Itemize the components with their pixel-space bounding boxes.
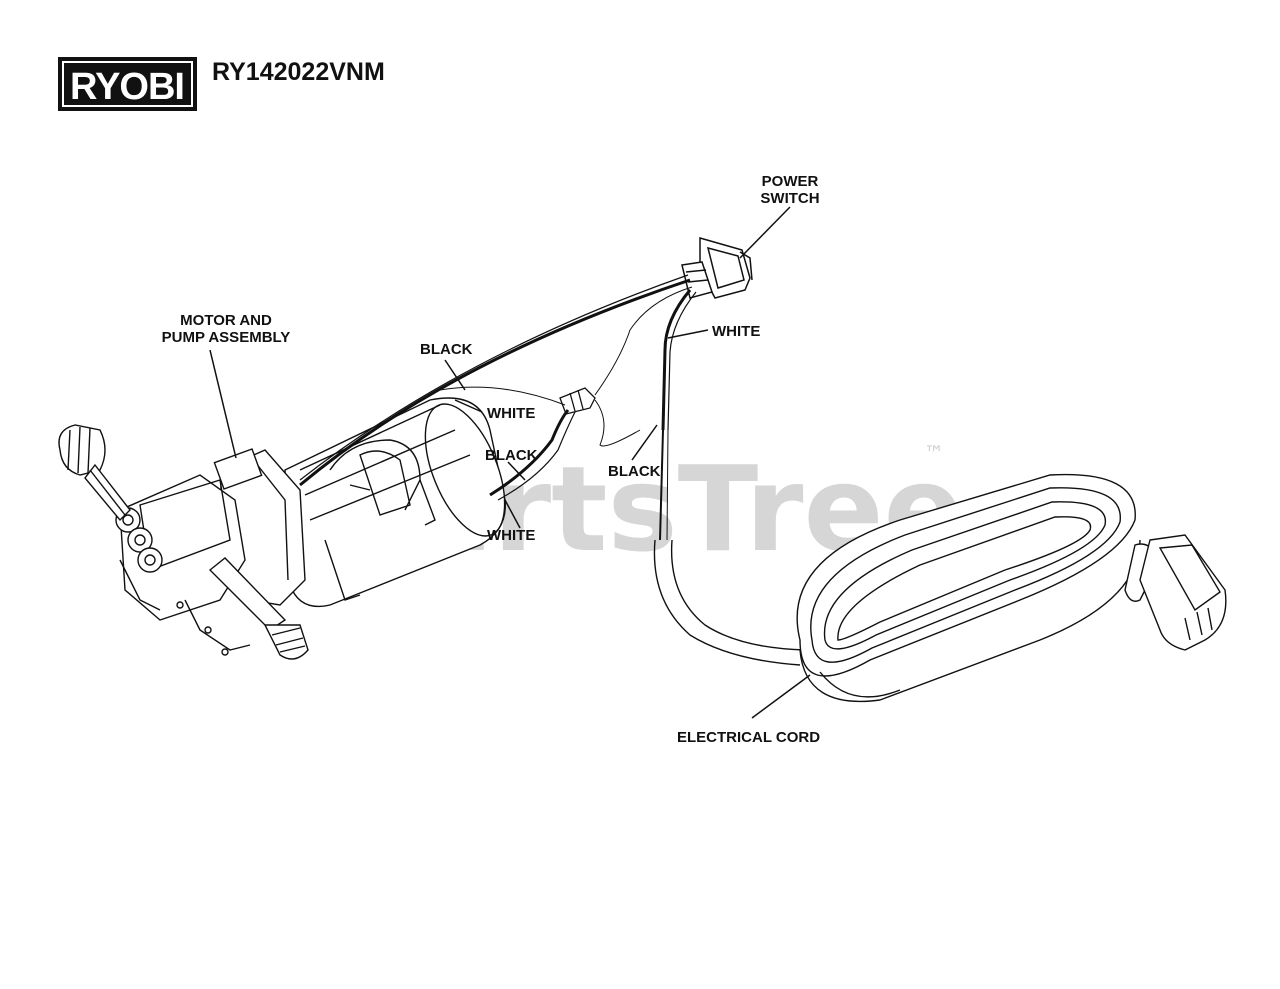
label-white-3: WHITE: [487, 527, 535, 544]
trademark-symbol: ™: [924, 441, 944, 465]
ryobi-logo: RYOBI: [58, 57, 197, 111]
power-switch-drawing: [681, 237, 753, 299]
motor-pump-assembly-drawing: [58, 397, 506, 660]
electrical-cord-drawing: [653, 473, 1227, 703]
label-black-3: BLACK: [608, 463, 661, 480]
leader-lines: [209, 206, 811, 719]
svg-text:RYOBI: RYOBI: [70, 66, 184, 108]
label-power-switch-line1: POWER: [762, 173, 819, 190]
wires: [299, 274, 697, 541]
label-motor-pump-line2: PUMP ASSEMBLY: [162, 329, 291, 346]
label-black-1: BLACK: [420, 341, 473, 358]
label-white-1: WHITE: [487, 405, 535, 422]
label-motor-pump-line1: MOTOR AND: [180, 312, 272, 329]
label-power-switch-line2: SWITCH: [760, 190, 819, 207]
label-white-2: WHITE: [712, 323, 760, 340]
label-black-2: BLACK: [485, 447, 538, 464]
label-electrical-cord: ELECTRICAL CORD: [677, 729, 820, 746]
model-number: RY142022VNM: [212, 58, 385, 86]
wire-nut-drawing: [559, 387, 596, 415]
